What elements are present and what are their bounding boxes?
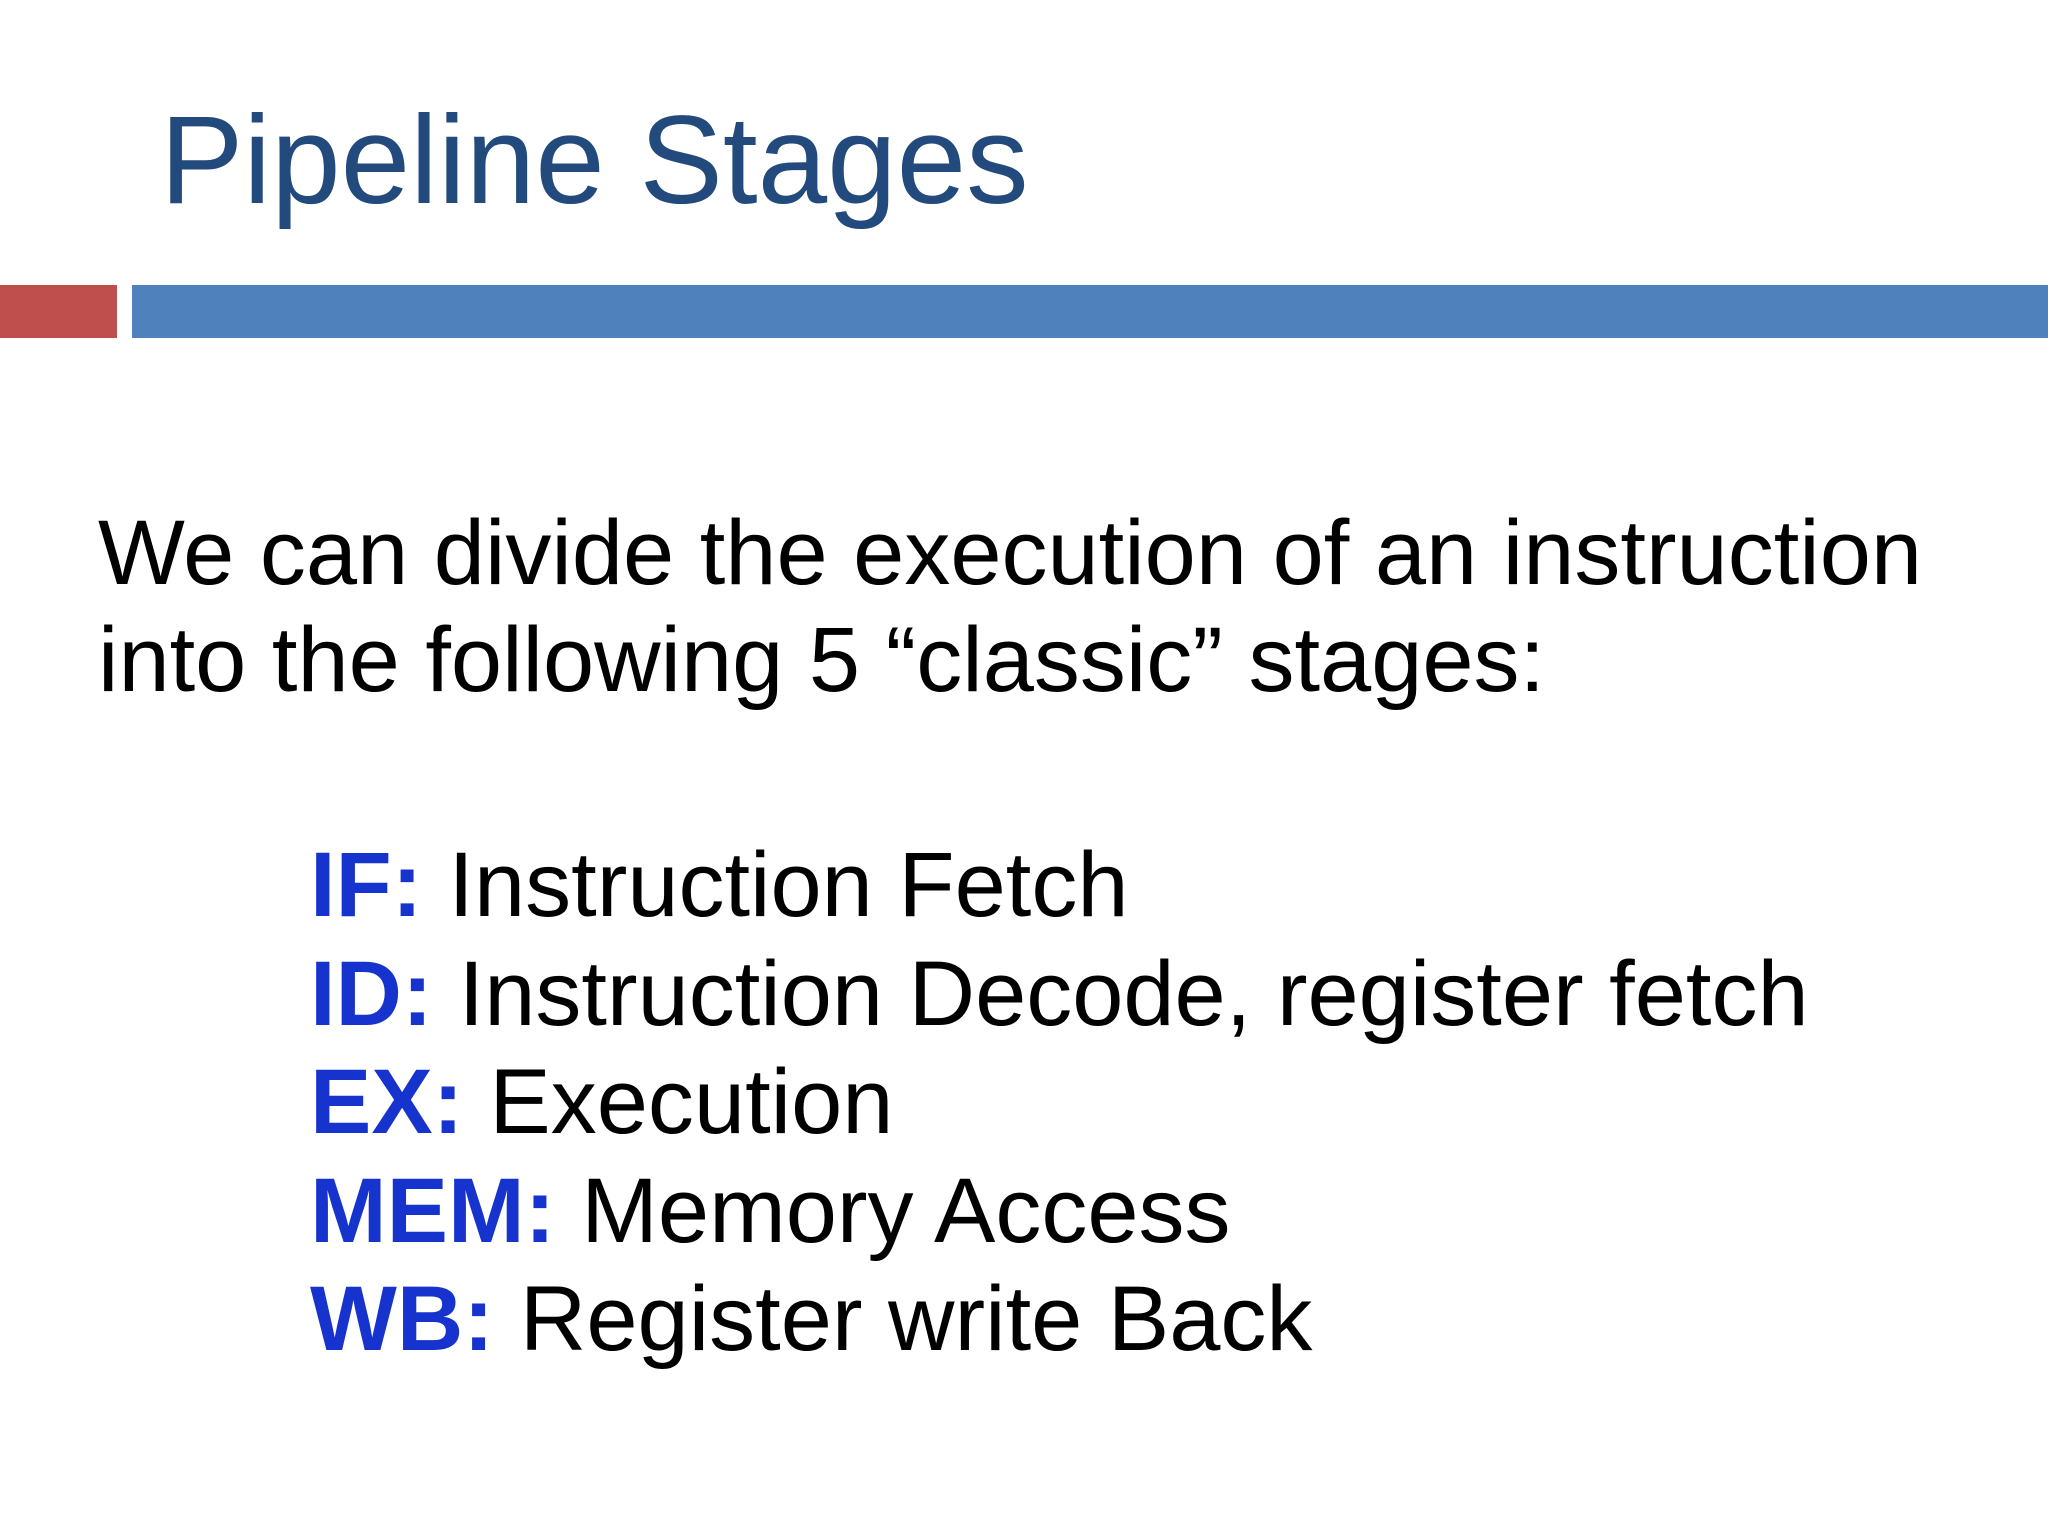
intro-text-line-1: We can divide the execution of an instru…	[98, 502, 1923, 604]
title-divider	[0, 285, 2048, 338]
stage-desc-id: Instruction Decode, register fetch	[458, 942, 1809, 1045]
stage-desc-if: Instruction Fetch	[448, 834, 1129, 936]
stage-list: IF:Instruction Fetch ID:Instruction Deco…	[310, 831, 1809, 1374]
stage-row-ex: EX:Execution	[310, 1048, 1809, 1157]
stage-row-if: IF:Instruction Fetch	[310, 831, 1809, 940]
stage-abbr-if: IF:	[310, 834, 423, 936]
stage-desc-wb: Register write Back	[519, 1268, 1313, 1370]
intro-paragraph: We can divide the execution of an instru…	[98, 500, 1922, 714]
stage-row-mem: MEM:Memory Access	[310, 1157, 1809, 1266]
stage-abbr-wb: WB:	[310, 1268, 494, 1370]
divider-blue-bar	[132, 285, 2048, 338]
stage-row-wb: WB:Register write Back	[310, 1265, 1809, 1374]
stage-desc-ex: Execution	[489, 1051, 894, 1153]
stage-abbr-id: ID:	[310, 942, 433, 1045]
stage-abbr-mem: MEM:	[310, 1159, 556, 1262]
intro-text-line-2: into the following 5 “classic” stages:	[98, 609, 1546, 711]
stage-abbr-ex: EX:	[310, 1051, 464, 1153]
stage-desc-mem: Memory Access	[581, 1159, 1231, 1262]
stage-row-id: ID:Instruction Decode, register fetch	[310, 940, 1809, 1049]
divider-red-block	[0, 285, 117, 338]
slide-title: Pipeline Stages	[160, 91, 1029, 230]
